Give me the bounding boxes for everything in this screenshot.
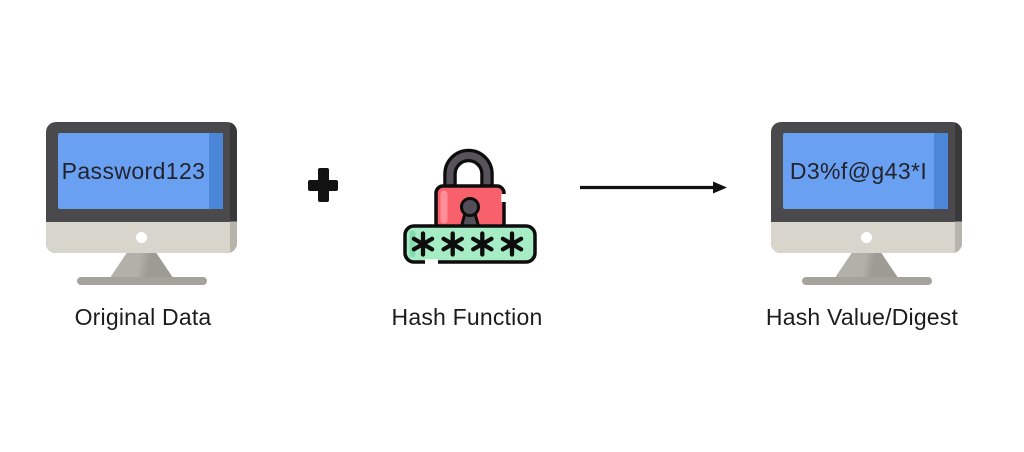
monitor-edge-shade <box>230 122 237 253</box>
password-panel-shade <box>409 230 416 258</box>
label-original-data: Original Data <box>74 304 212 330</box>
camera-dot-icon <box>136 232 147 243</box>
monitor-frame: Password123 <box>46 122 237 253</box>
lock-body-highlight <box>440 190 448 224</box>
monitor-icon: Password123 <box>46 122 237 285</box>
hash-value-text: D3%f@g43*I <box>789 157 928 184</box>
monitor-stand <box>110 253 173 277</box>
monitor-screen: D3%f@g43*I <box>783 133 948 209</box>
monitor-screen: Password123 <box>58 133 223 209</box>
monitor-icon: D3%f@g43*I <box>771 122 962 285</box>
monitor-frame: D3%f@g43*I <box>771 122 962 253</box>
password-panel <box>403 224 537 264</box>
screen-shade <box>934 133 948 209</box>
outline-gap <box>501 194 507 202</box>
plus-icon <box>308 168 338 202</box>
lock-shackle <box>446 152 491 193</box>
arrow-right-icon <box>578 178 730 198</box>
label-hash-value-digest: Hash Value/Digest <box>765 304 959 330</box>
outline-gap <box>425 259 438 265</box>
padlock-password-icon <box>403 145 539 267</box>
monitor-base <box>801 277 932 285</box>
screen-shade <box>209 133 223 209</box>
monitor-stand <box>835 253 898 277</box>
monitor-edge-shade <box>955 122 962 253</box>
label-hash-function: Hash Function <box>391 304 543 330</box>
monitor-base <box>76 277 207 285</box>
keyhole <box>460 197 480 217</box>
original-data-text: Password123 <box>61 157 206 184</box>
asterisks-group <box>411 231 524 257</box>
camera-dot-icon <box>861 232 872 243</box>
